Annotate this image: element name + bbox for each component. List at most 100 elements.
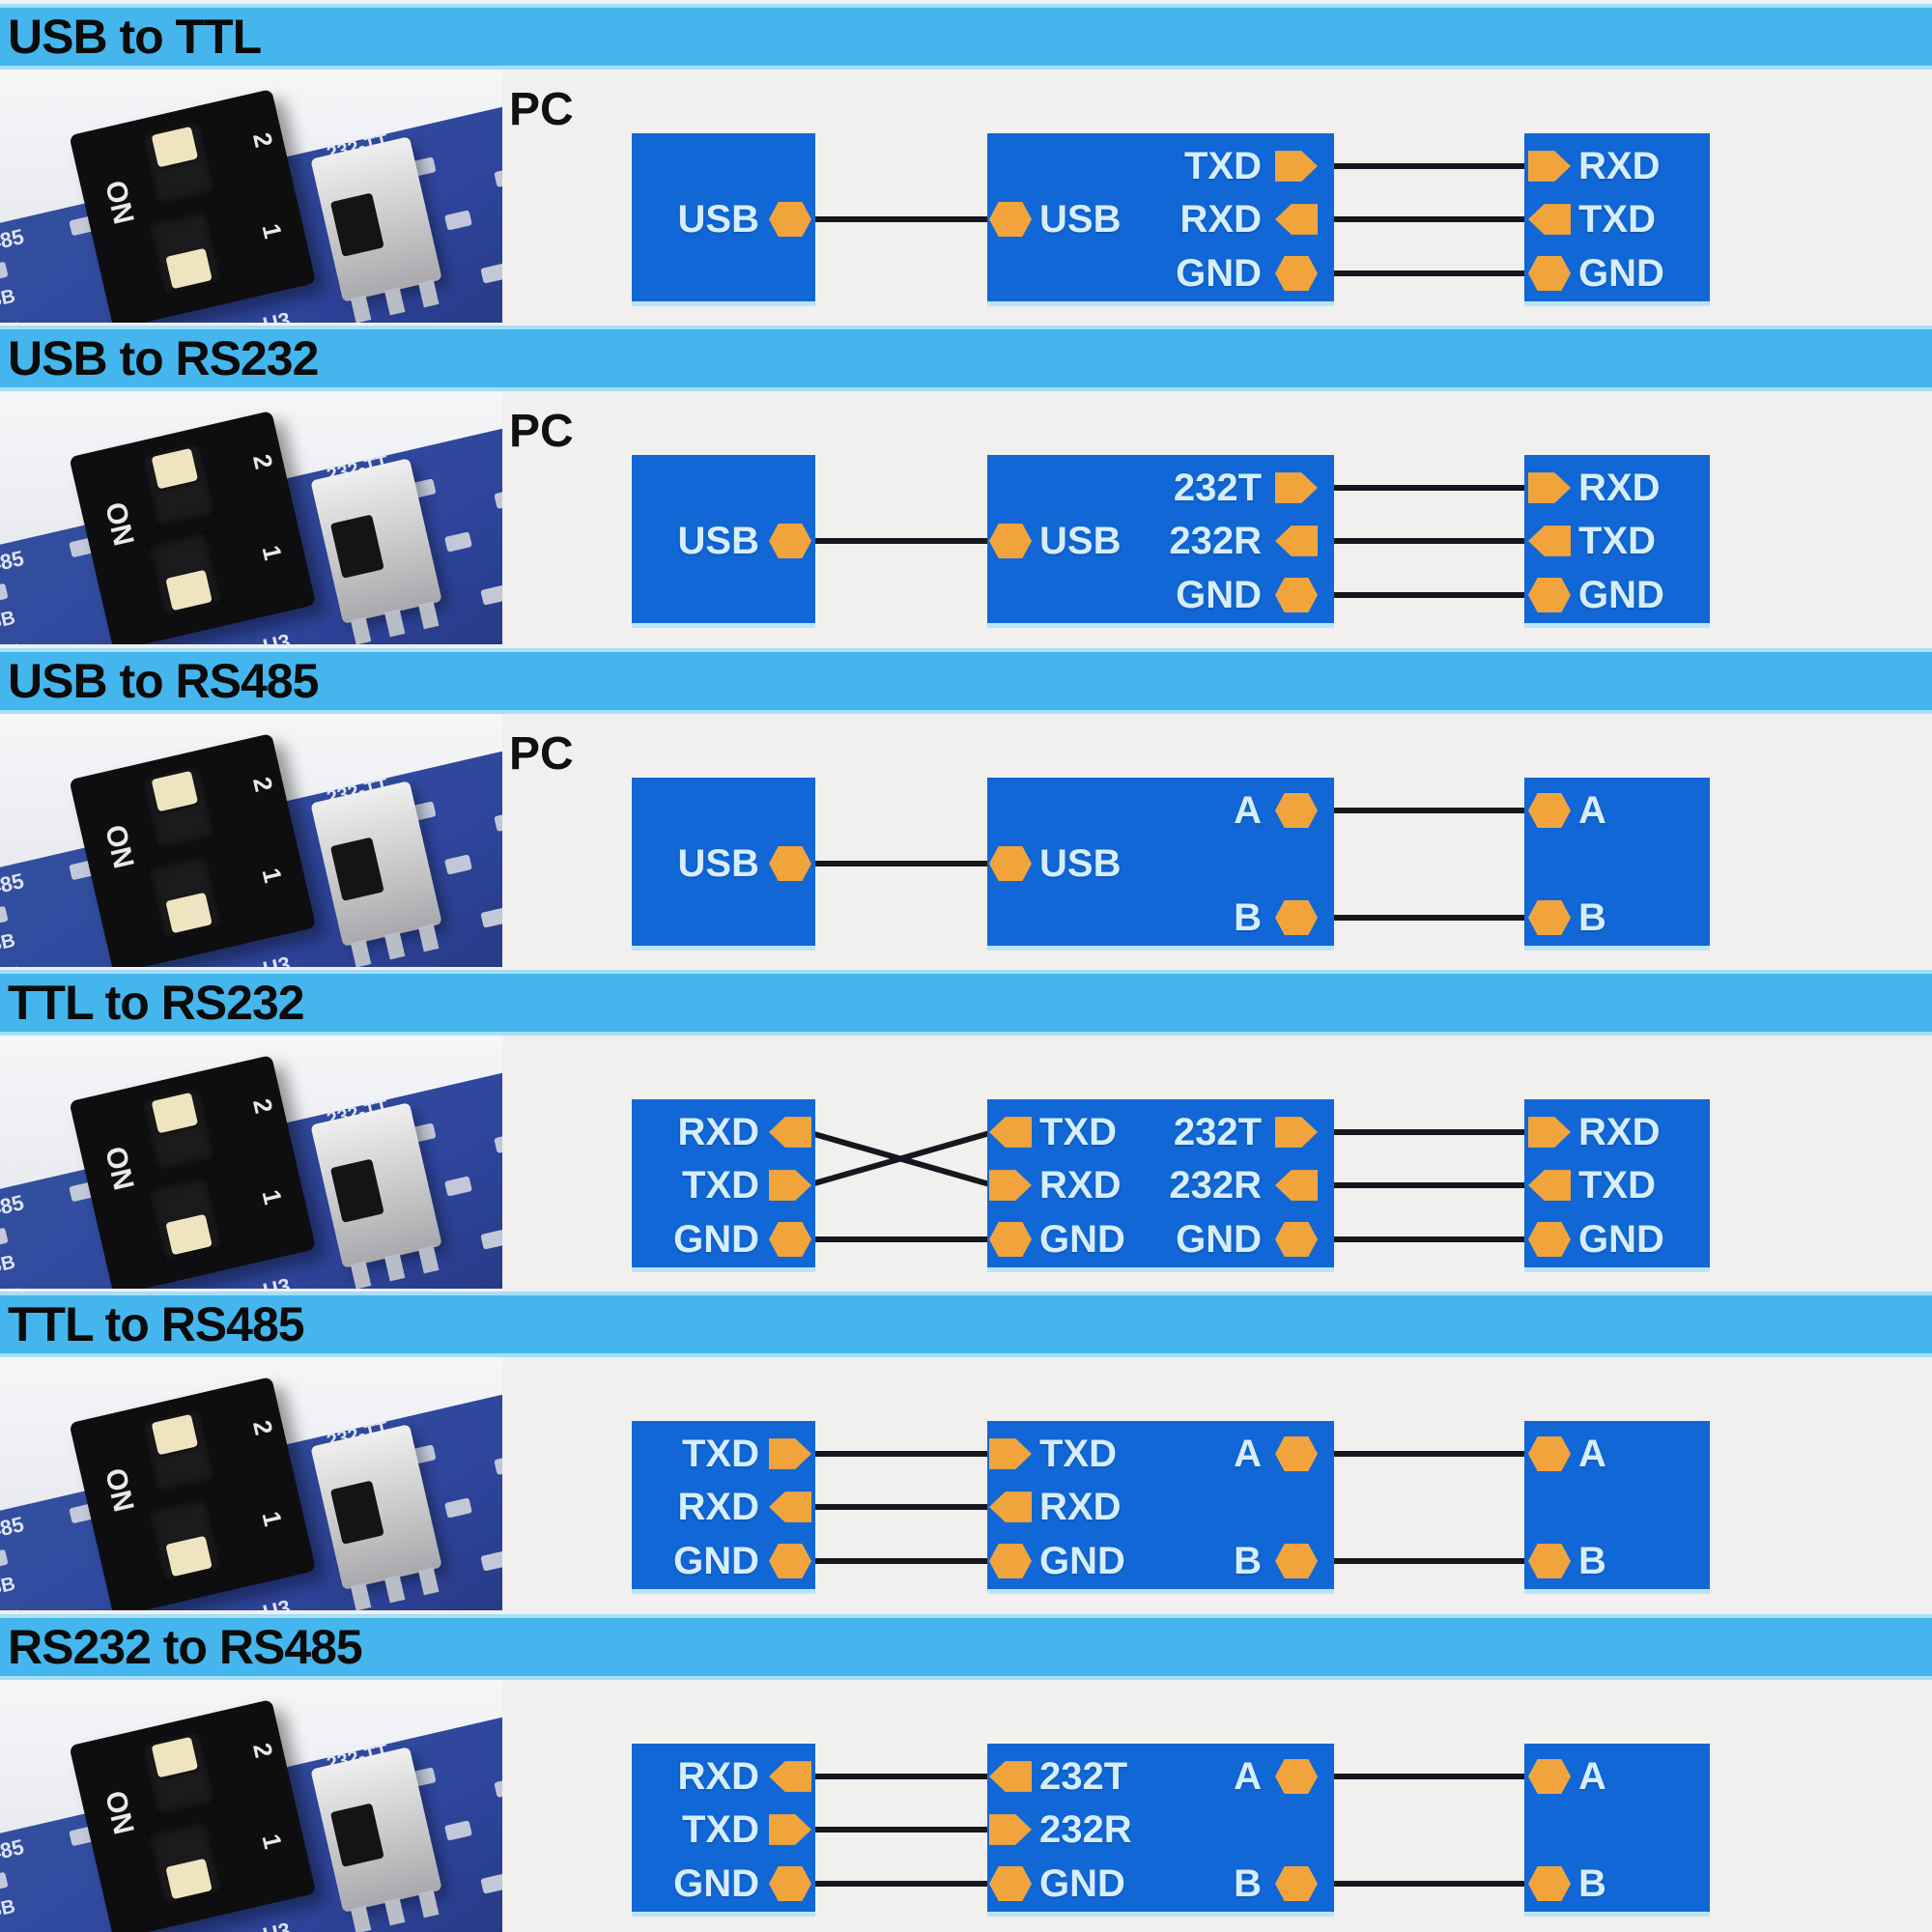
- slide-switch-leg: [418, 923, 440, 952]
- pin-label-rxd: RXD: [677, 1486, 759, 1528]
- dip-label-2: 2: [246, 1740, 279, 1761]
- solder-pad: [480, 1550, 502, 1572]
- slide-switch-leg: [350, 1905, 372, 1932]
- dip-rocker-2: [151, 1736, 199, 1778]
- pcb-label-u3: U3: [260, 952, 293, 967]
- pcb-label-usb: USB: [0, 1251, 18, 1282]
- dip-on-label: ON: [99, 1787, 140, 1838]
- pcb-label-485: 485: [0, 867, 27, 900]
- pin-label-232t: 232T: [1173, 467, 1262, 509]
- solder-pad: [494, 1132, 502, 1154]
- pin-gnd-icon: [989, 1866, 1032, 1901]
- dip-on-label: ON: [99, 498, 140, 550]
- pcb-board: 485USB232-TTU3232-485ON21: [0, 89, 502, 323]
- pin-label-txd: TXD: [1578, 198, 1656, 241]
- pin-label-gnd: GND: [1578, 1218, 1664, 1261]
- pin-label-rxd: RXD: [677, 1755, 759, 1798]
- pin-label-a: A: [1234, 1755, 1262, 1798]
- section-header: USB to RS485: [0, 648, 1932, 716]
- dip-rocker-2: [151, 126, 199, 168]
- pin-usb-icon: [989, 846, 1032, 881]
- pin-label-b: B: [1578, 1862, 1606, 1905]
- pcb-label-485: 485: [0, 1511, 27, 1544]
- slide-switch-leg: [384, 287, 406, 316]
- pcb-label-485: 485: [0, 1189, 27, 1222]
- section-usb-to-rs485: USB to RS485485USB232-TTU3232-485ON21PCU…: [0, 644, 1932, 967]
- dip-rocker-2: [151, 1413, 199, 1456]
- pc-label: PC: [509, 406, 574, 457]
- pin-a-icon: [1528, 1436, 1571, 1471]
- pin-label-usb: USB: [1039, 842, 1122, 885]
- module-photo: 485USB232-TTU3232-485ON21: [0, 391, 502, 644]
- slide-switch-leg: [350, 1582, 372, 1610]
- pcb-board: 485USB232-TTU3232-485ON21: [0, 1377, 502, 1610]
- solder-pad: [443, 1176, 472, 1197]
- pin-b-icon: [1528, 1544, 1571, 1578]
- pin-label-txd: TXD: [1184, 145, 1262, 187]
- pin-label-b: B: [1578, 896, 1606, 939]
- pin-label-rxd: RXD: [1578, 145, 1661, 187]
- pin-label-rxd: RXD: [1039, 1164, 1122, 1207]
- solder-pad: [443, 210, 472, 231]
- pin-gnd-icon: [989, 1222, 1032, 1257]
- pin-label-232r: 232R: [1039, 1808, 1132, 1851]
- pcb-label-usb: USB: [0, 929, 18, 960]
- slide-switch-leg: [418, 1889, 440, 1918]
- dip-slot-2: [139, 440, 217, 528]
- pin-label-a: A: [1578, 789, 1606, 832]
- slide-switch-leg: [384, 1253, 406, 1282]
- wire: [807, 1129, 994, 1188]
- pin-label-txd: TXD: [1039, 1111, 1117, 1153]
- pcb-label-u3: U3: [260, 307, 293, 323]
- section-title: USB to TTL: [8, 10, 262, 64]
- pin-label-gnd: GND: [673, 1862, 759, 1905]
- pin-b-icon: [1275, 1544, 1318, 1578]
- pin-label-232r: 232R: [1169, 1164, 1262, 1207]
- section-title: USB to RS232: [8, 331, 319, 385]
- slide-switch-leg: [350, 616, 372, 644]
- pin-label-usb: USB: [677, 520, 759, 562]
- dip-label-1: 1: [256, 1508, 288, 1529]
- pin-gnd-icon: [1528, 256, 1571, 291]
- dip-rocker-2: [151, 1092, 199, 1134]
- pin-b-icon: [1528, 900, 1571, 935]
- pin-label-gnd: GND: [1176, 574, 1262, 616]
- pcb-label-usb: USB: [0, 285, 18, 316]
- dip-slot-1: [146, 209, 224, 297]
- pin-label-rxd: RXD: [1578, 467, 1661, 509]
- slide-switch-leg: [384, 931, 406, 960]
- pin-label-gnd: GND: [1176, 1218, 1262, 1261]
- solder-pad: [480, 263, 502, 284]
- pin-label-232r: 232R: [1169, 520, 1262, 562]
- pin-usb-icon: [989, 202, 1032, 237]
- pin-label-usb: USB: [677, 198, 759, 241]
- pin-label-gnd: GND: [1578, 252, 1664, 295]
- pin-gnd-icon: [1528, 1222, 1571, 1257]
- module-photo: 485USB232-TTU3232-485ON21: [0, 70, 502, 323]
- pin-gnd-icon: [1275, 256, 1318, 291]
- pin-label-txd: TXD: [682, 1433, 759, 1475]
- pin-gnd-icon: [1275, 1222, 1318, 1257]
- pin-label-usb: USB: [677, 842, 759, 885]
- dip-label-2: 2: [246, 1417, 279, 1438]
- pin-label-b: B: [1234, 1862, 1262, 1905]
- pin-gnd-icon: [769, 1866, 811, 1901]
- section-header: USB to RS232: [0, 326, 1932, 393]
- pcb-label-u3: U3: [260, 1273, 293, 1289]
- slide-switch-leg: [418, 1567, 440, 1596]
- solder-pad: [0, 261, 9, 283]
- pin-label-txd: TXD: [682, 1164, 759, 1207]
- slide-switch-knob: [329, 1158, 384, 1223]
- pin-gnd-icon: [989, 1544, 1032, 1578]
- pcb-board: 485USB232-TTU3232-485ON21: [0, 733, 502, 967]
- slide-switch-knob: [329, 1480, 384, 1545]
- pcb-label-485: 485: [0, 223, 27, 256]
- solder-pad: [443, 1497, 472, 1519]
- section-title: TTL to RS232: [8, 976, 305, 1030]
- pin-gnd-icon: [769, 1544, 811, 1578]
- solder-pad: [494, 1776, 502, 1799]
